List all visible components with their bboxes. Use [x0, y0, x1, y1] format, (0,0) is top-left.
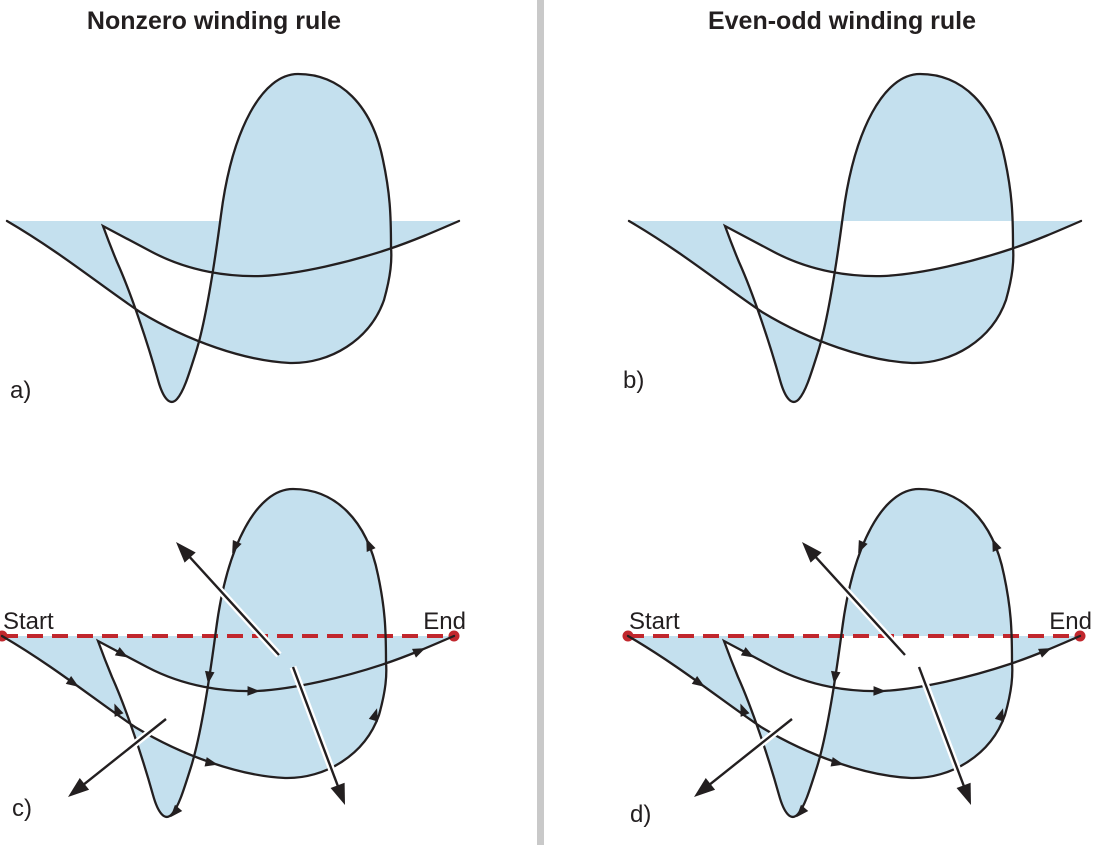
end-label: End	[423, 608, 466, 635]
panel-label-b: b)	[623, 367, 644, 394]
direction-arrowhead	[740, 703, 750, 717]
end-label: End	[1049, 608, 1092, 635]
direction-arrowhead	[65, 675, 79, 687]
shape-outline	[627, 72, 1083, 404]
start-label: Start	[3, 608, 54, 635]
crossing-ray-arrowhead	[802, 542, 822, 563]
column-divider	[537, 0, 544, 845]
crossing-ray-line	[78, 718, 167, 789]
crossing-ray-line	[811, 552, 906, 656]
direction-arrowhead	[740, 647, 755, 658]
direction-arrowhead	[366, 538, 376, 552]
panel-c-nonzero-annotated: Start End	[0, 487, 466, 819]
direction-arrowhead	[114, 703, 124, 717]
crossing-ray-arrowhead	[176, 542, 196, 563]
shape-fill-evenodd	[629, 74, 1081, 402]
shape-fill-nonzero	[2, 489, 454, 817]
even-odd-column-title: Even-odd winding rule	[707, 7, 977, 35]
direction-arrowhead	[412, 648, 426, 658]
crossing-ray-arrowhead	[694, 778, 716, 797]
direction-arrowhead	[691, 675, 705, 687]
panel-b-evenodd-shape	[627, 72, 1083, 404]
panel-label-a: a)	[10, 377, 31, 404]
panel-label-c: c)	[12, 795, 32, 822]
direction-arrowhead	[247, 686, 260, 696]
crossing-ray-arrowhead	[956, 782, 971, 805]
shape-outline	[5, 72, 461, 404]
direction-arrowhead	[992, 538, 1002, 552]
crossing-ray-arrowhead	[68, 778, 90, 797]
crossing-ray-arrowhead	[330, 782, 345, 805]
panel-label-d: d)	[630, 801, 651, 828]
crossing-ray-line	[291, 666, 341, 792]
direction-arrowhead	[994, 708, 1004, 722]
nonzero-column-title: Nonzero winding rule	[86, 7, 342, 35]
crossing-ray-line	[185, 552, 280, 656]
panel-a-nonzero-shape	[5, 72, 461, 404]
direction-arrowhead	[368, 708, 378, 722]
direction-arrowhead	[830, 757, 844, 767]
crossing-ray-line	[704, 718, 793, 789]
shape-fill-nonzero	[7, 74, 459, 402]
direction-arrowhead	[204, 757, 218, 767]
crossing-ray-line	[917, 666, 967, 792]
direction-arrowhead	[873, 686, 886, 696]
direction-arrowhead	[796, 804, 809, 818]
direction-arrowhead	[1038, 648, 1052, 658]
direction-arrowhead	[114, 647, 129, 658]
direction-arrowhead	[205, 670, 215, 684]
direction-arrowhead	[232, 540, 242, 554]
direction-arrowhead	[831, 670, 841, 684]
shape-fill-evenodd	[628, 489, 1080, 817]
start-label: Start	[629, 608, 680, 635]
direction-arrowhead	[170, 804, 183, 818]
panel-d-evenodd-annotated: Start End	[622, 487, 1092, 819]
direction-arrowhead	[858, 540, 868, 554]
